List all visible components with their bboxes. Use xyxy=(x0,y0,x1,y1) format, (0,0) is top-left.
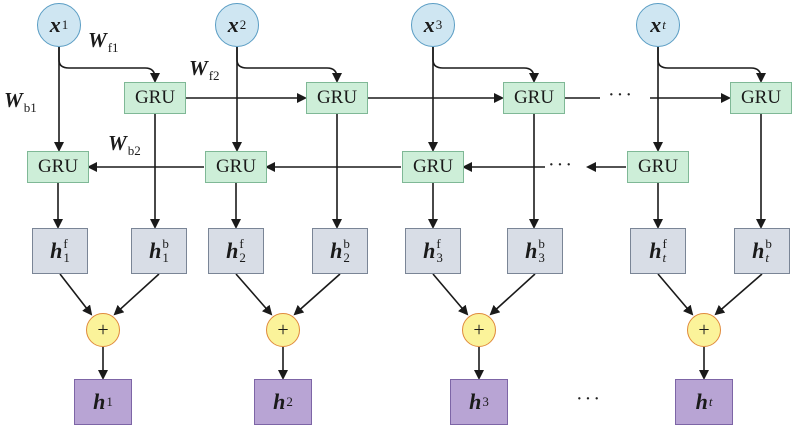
forward-gru-1: GRU xyxy=(124,82,186,114)
weight-label-wb1: Wb1 xyxy=(4,88,37,115)
backward-gru-1: GRU xyxy=(27,151,89,183)
backward-gru-3: GRU xyxy=(402,151,464,183)
forward-gru-2: GRU xyxy=(306,82,368,114)
backward-ellipsis: ··· xyxy=(548,154,574,176)
backward-gru-t: GRU xyxy=(627,151,689,183)
arrow-hb-to-sum-3 xyxy=(489,273,536,316)
forward-gru-3: GRU xyxy=(503,82,565,114)
forward-ellipsis: ··· xyxy=(608,84,634,106)
arrow-hf-to-sum-1 xyxy=(59,273,93,316)
arrow-input-to-forward-gru-3 xyxy=(432,47,539,83)
output-ellipsis: ··· xyxy=(576,388,602,410)
backward-gru-2: GRU xyxy=(205,151,267,183)
arrow-input-to-forward-gru-2 xyxy=(236,47,342,83)
sum-node-1: + xyxy=(86,313,120,347)
arrow-hb-to-sum-2 xyxy=(293,273,341,316)
arrow-hf-to-sum-4 xyxy=(657,273,694,316)
sum-node-2: + xyxy=(266,313,300,347)
arrow-hf-to-sum-3 xyxy=(432,273,469,316)
sum-node-t: + xyxy=(687,313,721,347)
arrow-hb-to-sum-1 xyxy=(113,273,160,316)
weight-label-wb2: Wb2 xyxy=(108,131,141,158)
weight-label-wf1: Wf1 xyxy=(88,28,119,55)
weight-label-wf2: Wf2 xyxy=(189,56,220,83)
arrow-input-to-forward-gru-1 xyxy=(58,47,160,83)
arrow-hb-to-sum-4 xyxy=(714,273,763,316)
sum-node-3: + xyxy=(462,313,496,347)
forward-gru-t: GRU xyxy=(730,82,792,114)
arrow-input-to-forward-gru-4 xyxy=(657,47,766,83)
arrow-hf-to-sum-2 xyxy=(235,273,273,316)
